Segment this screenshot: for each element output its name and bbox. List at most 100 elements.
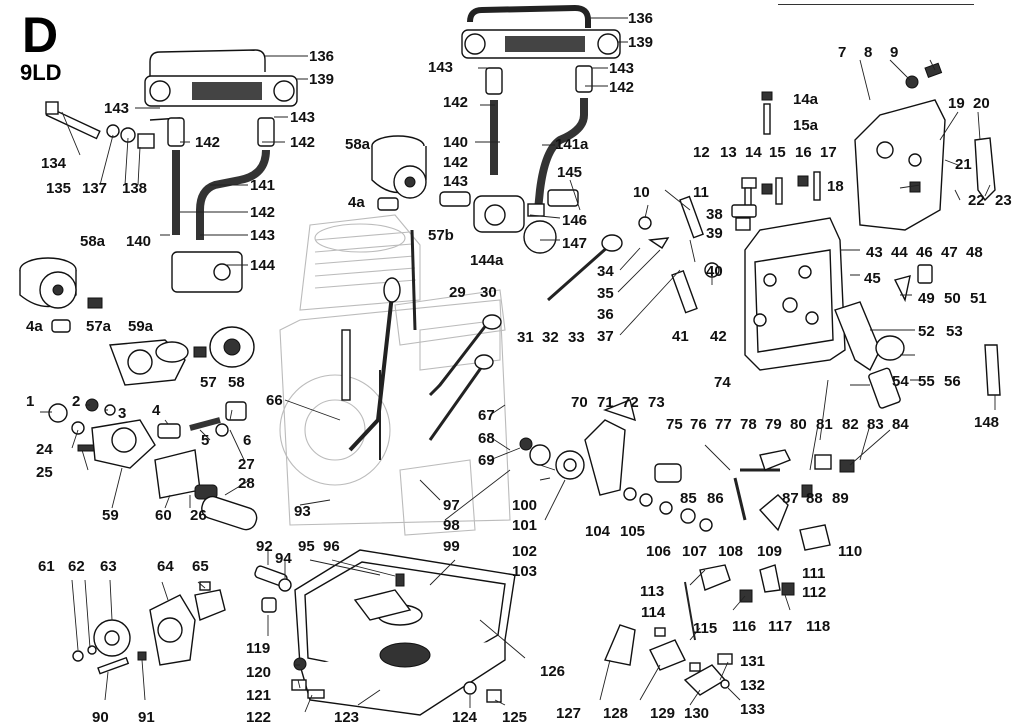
callout-94: 94	[275, 550, 292, 567]
callout-145: 145	[557, 164, 582, 181]
callout-106: 106	[646, 543, 671, 560]
callout-87: 87	[782, 490, 799, 507]
callout-90: 90	[92, 709, 109, 726]
callout-58a: 58a	[345, 136, 371, 153]
callout-117: 117	[768, 618, 792, 635]
callout-79: 79	[765, 416, 782, 433]
callout-118: 118	[806, 618, 830, 635]
oil-sump	[254, 549, 516, 716]
callout-132: 132	[740, 677, 765, 694]
callout-58a: 58a	[80, 233, 106, 250]
callout-143: 143	[290, 109, 315, 126]
callout-55: 55	[918, 373, 935, 390]
callout-9: 9	[890, 44, 898, 61]
callout-17: 17	[820, 144, 837, 161]
oil-cooler-center	[461, 4, 621, 254]
callout-124: 124	[452, 709, 478, 726]
callout-59a: 59a	[128, 318, 154, 335]
callout-135: 135	[46, 180, 71, 197]
bolts-right	[638, 62, 943, 314]
callout-98: 98	[443, 517, 460, 534]
callout-8: 8	[864, 44, 872, 61]
callout-103: 103	[512, 563, 537, 580]
callout-107: 107	[682, 543, 707, 560]
callout-57b: 57b	[428, 227, 454, 244]
callout-40: 40	[706, 263, 723, 280]
callout-75: 75	[666, 416, 683, 433]
callout-123: 123	[334, 709, 359, 726]
callout-99: 99	[443, 538, 460, 555]
callout-19: 19	[948, 95, 965, 112]
callout-67: 67	[478, 407, 495, 424]
callout-30: 30	[480, 284, 497, 301]
callout-108: 108	[718, 543, 743, 560]
callout-49: 49	[918, 290, 935, 307]
callout-4a: 4a	[26, 318, 43, 335]
callout-142: 142	[443, 94, 468, 111]
callout-36: 36	[597, 306, 614, 323]
callout-64: 64	[157, 558, 174, 575]
callout-85: 85	[680, 490, 697, 507]
callout-84: 84	[892, 416, 909, 433]
callout-143: 143	[443, 173, 468, 190]
callout-60: 60	[155, 507, 172, 524]
callout-136: 136	[309, 48, 334, 65]
callout-48: 48	[966, 244, 983, 261]
section-letter: D	[22, 7, 58, 63]
callout-83: 83	[867, 416, 884, 433]
callout-53: 53	[946, 323, 963, 340]
callout-16: 16	[795, 144, 812, 161]
callout-43: 43	[866, 244, 883, 261]
callout-22: 22	[968, 192, 985, 209]
callout-31: 31	[517, 329, 534, 346]
callout-5: 5	[201, 432, 209, 449]
callout-14a: 14a	[793, 91, 819, 108]
callout-115: 115	[693, 620, 717, 637]
callout-142: 142	[195, 134, 220, 151]
callout-73: 73	[648, 394, 665, 411]
callout-39: 39	[706, 225, 723, 242]
callout-86: 86	[707, 490, 724, 507]
callout-114: 114	[641, 604, 666, 621]
callout-130: 130	[684, 705, 709, 722]
callout-142: 142	[290, 134, 315, 151]
callout-45: 45	[864, 270, 881, 287]
callout-69: 69	[478, 452, 495, 469]
governor-housing	[744, 99, 1001, 409]
callout-131: 131	[740, 653, 765, 670]
callout-139: 139	[309, 71, 334, 88]
callout-50: 50	[944, 290, 961, 307]
callout-labels: 136 139 143 143 142 142 134 135 137 138 …	[26, 10, 1012, 726]
leader-lines	[40, 17, 996, 713]
callout-32: 32	[542, 329, 559, 346]
callout-57: 57	[200, 374, 217, 391]
callout-3: 3	[118, 405, 126, 422]
callout-70: 70	[571, 394, 588, 411]
callout-139: 139	[628, 34, 653, 51]
callout-35: 35	[597, 285, 614, 302]
callout-66: 66	[266, 392, 283, 409]
callout-105: 105	[620, 523, 645, 540]
callout-134: 134	[41, 155, 67, 172]
callout-121: 121	[246, 687, 271, 704]
callout-142: 142	[443, 154, 468, 171]
callout-27: 27	[238, 456, 255, 473]
callout-26: 26	[190, 507, 207, 524]
callout-95: 95	[298, 538, 315, 555]
callout-147: 147	[562, 235, 587, 252]
callout-29: 29	[449, 284, 466, 301]
callout-15: 15	[769, 144, 786, 161]
callout-113: 113	[640, 583, 664, 600]
callout-51: 51	[970, 290, 987, 307]
callout-144a: 144a	[470, 252, 504, 269]
callout-80: 80	[790, 416, 807, 433]
callout-144: 144	[250, 257, 276, 274]
callout-101: 101	[512, 517, 537, 534]
callout-141: 141	[250, 177, 275, 194]
callout-52: 52	[918, 323, 935, 340]
callout-92: 92	[256, 538, 273, 555]
callout-13: 13	[720, 144, 737, 161]
callout-143: 143	[609, 60, 634, 77]
callout-33: 33	[568, 329, 585, 346]
callout-59: 59	[102, 507, 119, 524]
